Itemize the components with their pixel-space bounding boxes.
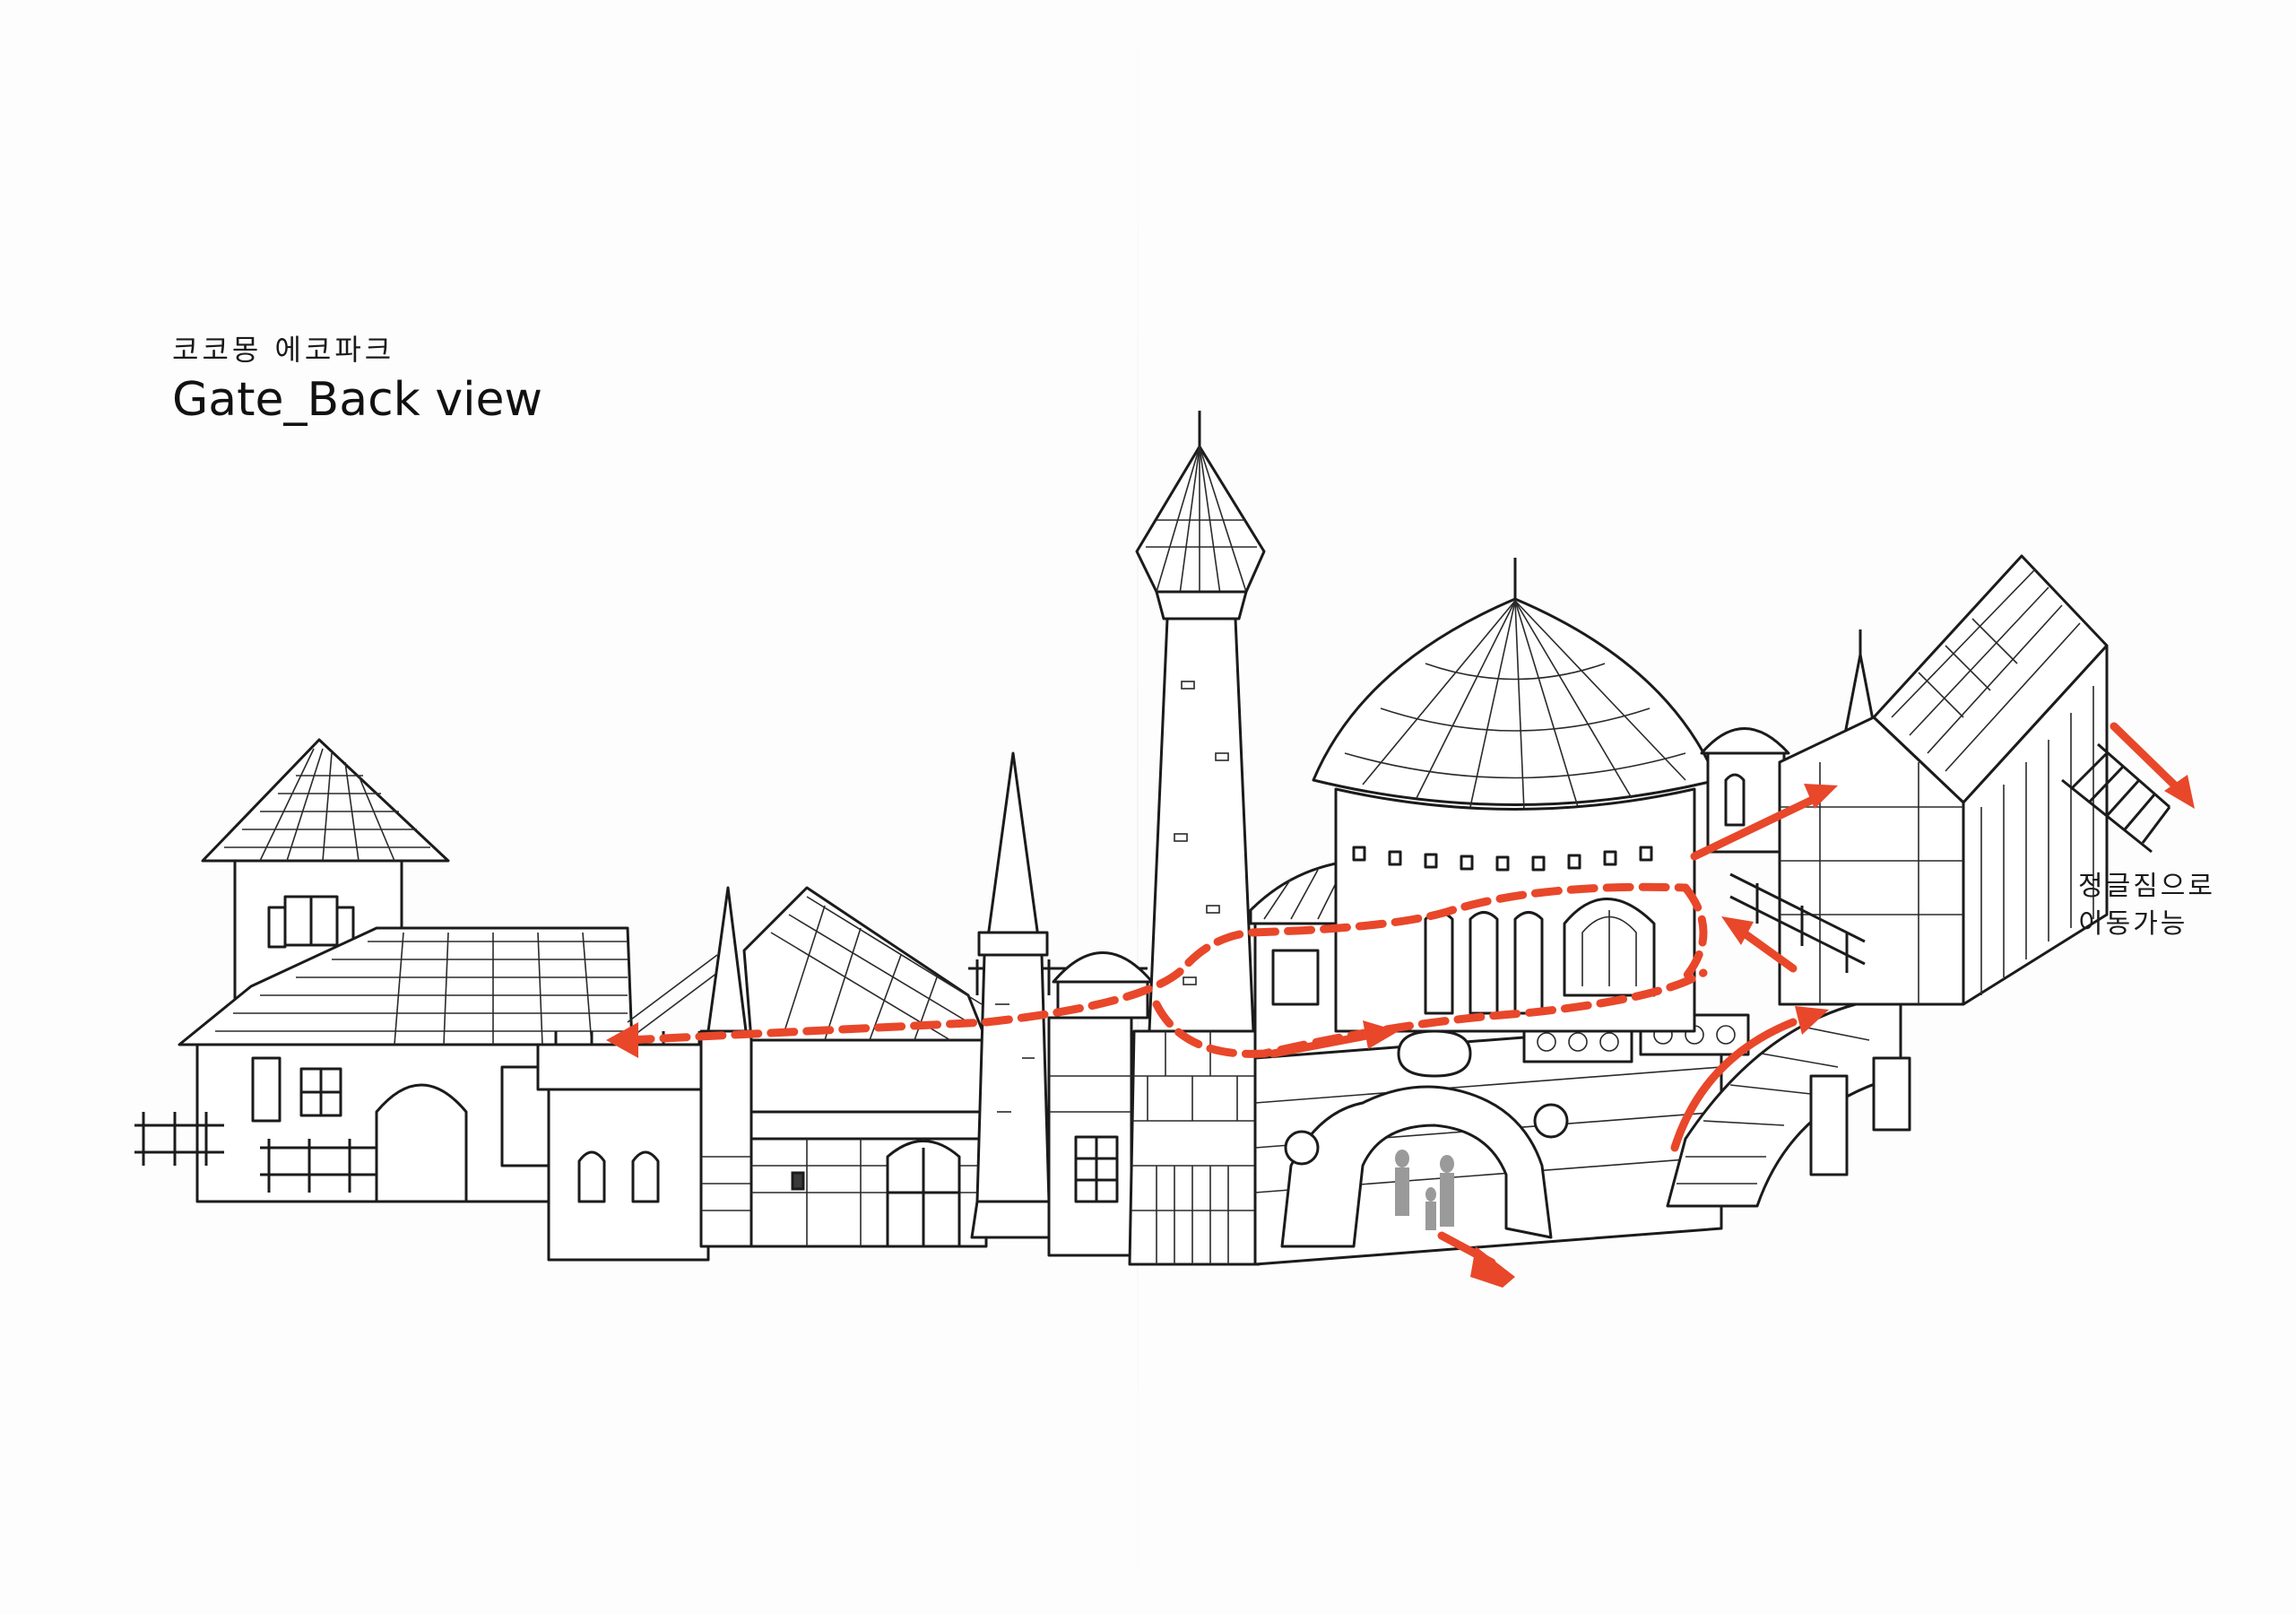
route-upper-loop — [623, 882, 1690, 1045]
small-dome-building — [1047, 951, 1154, 1257]
arrow-icon — [1721, 916, 1754, 945]
left-wall — [536, 954, 736, 1262]
arrow-icon — [1804, 784, 1838, 809]
small-spire-left — [699, 886, 753, 1248]
tall-central-tower — [1128, 411, 1266, 1266]
title-block: 코코몽 에코파크 Gate_Back view — [172, 332, 542, 429]
route-dome-ring — [1681, 883, 1708, 982]
route-lower-loop — [1152, 968, 1708, 1058]
central-wall-gate — [1253, 1013, 1750, 1266]
note-line-2: 이동가능 — [2078, 908, 2188, 940]
note-line-1: 정글짐으로 — [2078, 871, 2215, 902]
arrow-icon — [1470, 1246, 1515, 1288]
park-name: 코코몽 에코파크 — [172, 333, 395, 367]
jungle-gym-note: 정글짐으로 이동가능 — [2078, 868, 2215, 943]
stone-stairway — [1666, 1002, 1911, 1208]
center-left-building — [742, 886, 1148, 1248]
page-fold — [1137, 0, 1139, 1614]
visitor-route — [606, 722, 2195, 1288]
arrow-icon — [2164, 775, 2195, 809]
arrow-icon — [1363, 1020, 1399, 1049]
arrow-icon — [606, 1022, 638, 1058]
left-house — [134, 738, 634, 1203]
arrow-icon — [1795, 1006, 1829, 1035]
medium-spire-tower — [970, 751, 1056, 1239]
view-title: Gate_Back view — [172, 373, 543, 427]
thatched-dome-building — [1312, 558, 1719, 1033]
